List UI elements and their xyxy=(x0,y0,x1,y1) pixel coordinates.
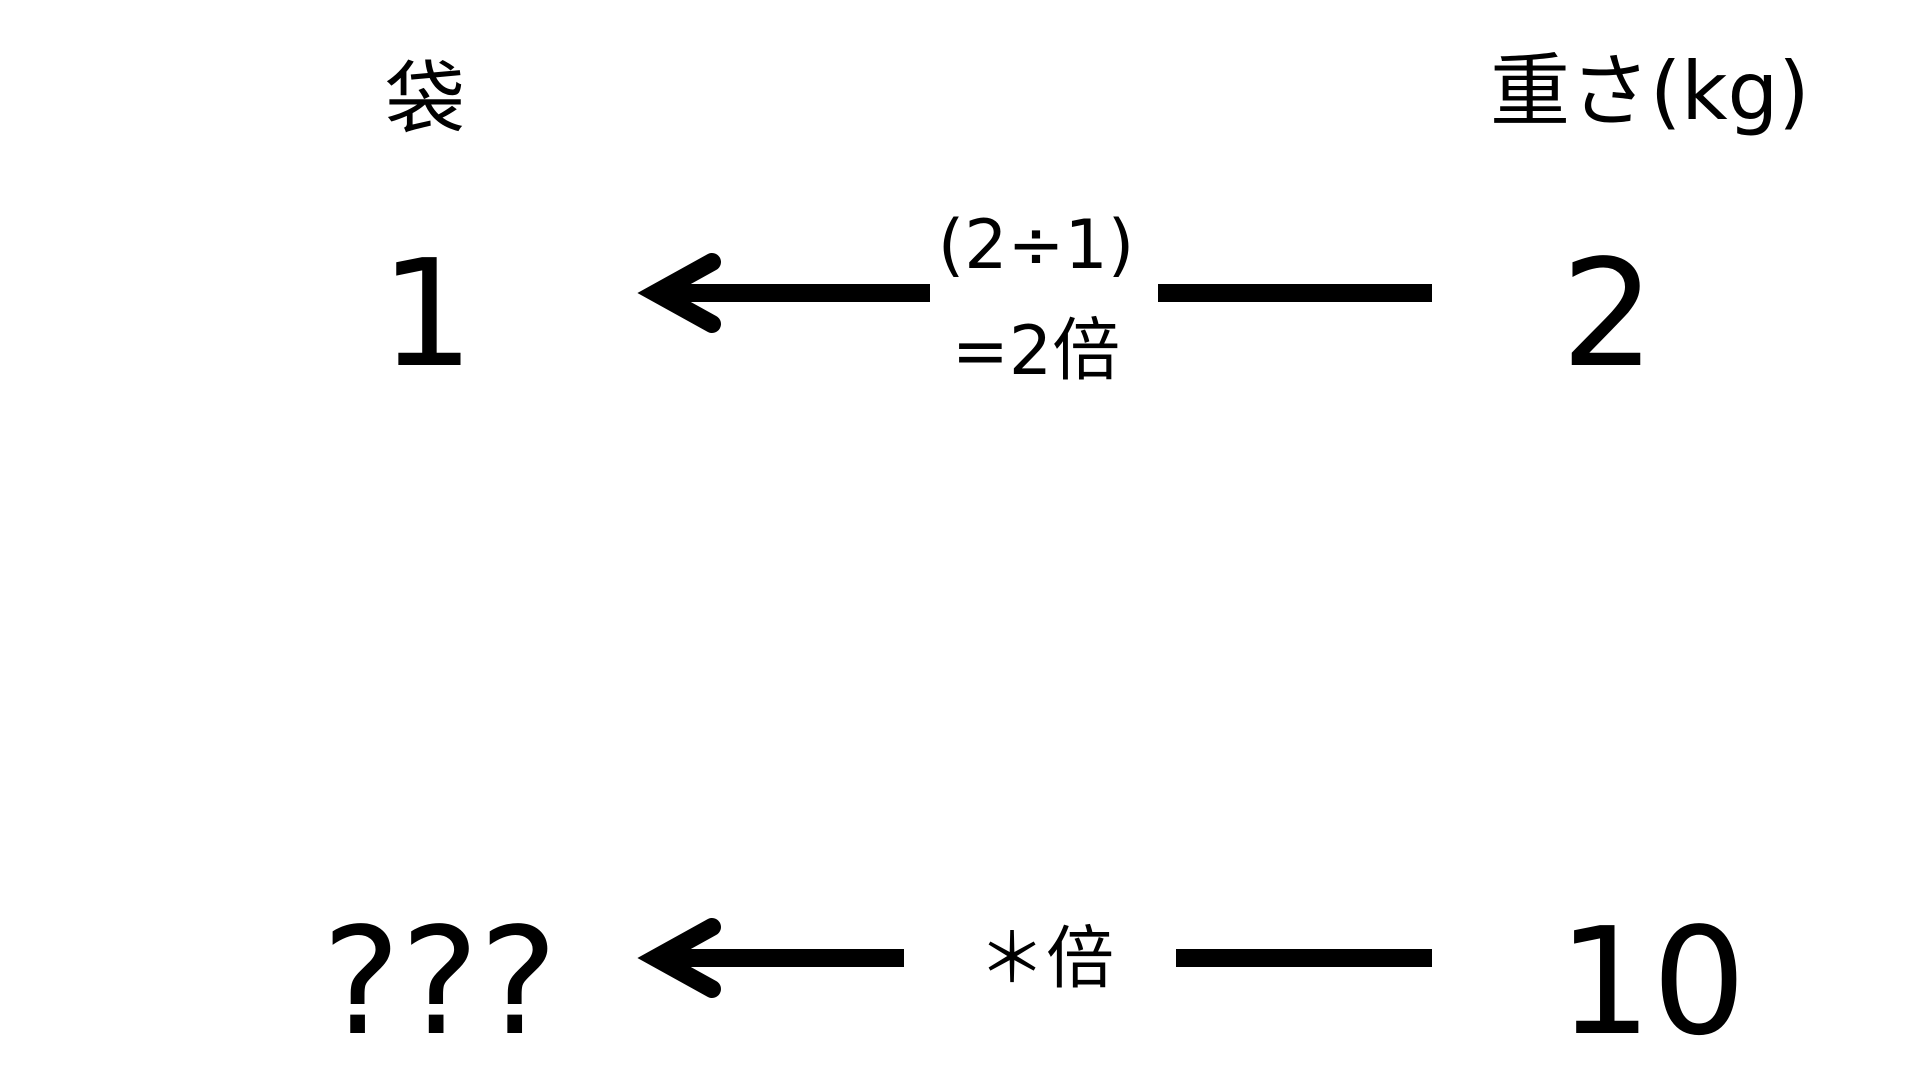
row2-operation-unknown-multiplier: ＊倍 xyxy=(977,920,1115,999)
row2-weight-value: 10 xyxy=(1557,896,1747,1068)
row1-bags-value: 1 xyxy=(380,228,475,400)
row1-arrow-head-icon xyxy=(637,253,721,333)
row2-bags-unknown: ??? xyxy=(322,896,558,1068)
column-header-weight: 重さ(kg) xyxy=(1490,45,1810,138)
column-header-bags: 袋 xyxy=(385,53,465,146)
row2-arrow xyxy=(637,918,1432,998)
row1-arrow xyxy=(637,253,1432,333)
row2-arrow-head-icon xyxy=(637,918,721,998)
row1-operation-result: =2倍 xyxy=(951,312,1121,391)
row1-operation-division: (2÷1) xyxy=(937,206,1135,285)
row1-weight-value: 2 xyxy=(1560,228,1656,400)
